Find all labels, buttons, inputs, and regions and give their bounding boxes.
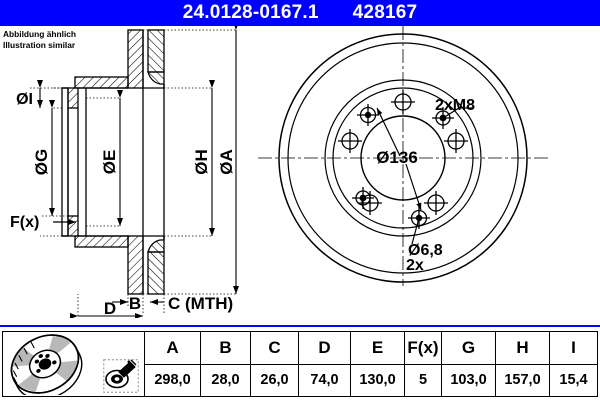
value-cell-D: 74,0 [299, 364, 351, 396]
m8-leader [442, 107, 473, 119]
dim-H: ØH [192, 80, 215, 236]
dim-label-G: ØG [32, 149, 51, 175]
article-number: 428167 [352, 2, 418, 23]
bore-wall [78, 87, 128, 237]
header-cell-D: D [299, 332, 351, 364]
cross-section-view: ØA ØH ØE ØG ØI [10, 26, 239, 318]
value-cell-G: 103,0 [442, 364, 496, 396]
value-cell-H: 157,0 [496, 364, 550, 396]
table-grid: A B C D E F(x) G H I 298,0 28,0 26,0 74,… [145, 332, 597, 396]
extension-lines [30, 29, 236, 295]
dim-label-Fx: F(x) [10, 214, 39, 231]
outer-diameter-circle [278, 33, 528, 283]
table-value-row: 298,0 28,0 26,0 74,0 130,0 5 103,0 157,0… [145, 364, 597, 396]
value-cell-C: 26,0 [251, 364, 299, 396]
dim-C: C (MTH) [150, 294, 233, 314]
caliper-measure-icon [103, 359, 139, 393]
bolt-circle-dimension [376, 107, 422, 211]
m8-callout: 2xM8 [435, 97, 475, 114]
header-cell-I: I [571, 337, 576, 357]
dim-E: ØE [100, 90, 123, 226]
note-line-de: Abbildung ähnlich [3, 29, 77, 39]
brake-disc-illustration [10, 334, 83, 395]
dim-I: ØI [16, 80, 43, 108]
header-cell-B: B [201, 332, 251, 364]
friction-inner-circle [324, 79, 482, 237]
vent-gap [142, 84, 165, 240]
dia68-callout: Ø6,8 [408, 242, 443, 259]
dim-G: ØG [32, 100, 55, 216]
friction-outer-circle [287, 42, 519, 274]
dim-label-E: ØE [100, 150, 119, 175]
header-cell-A: A [145, 332, 201, 364]
dim-D: D [70, 294, 143, 318]
table-illustration-cell [3, 332, 145, 396]
center-bore-circle [360, 115, 446, 201]
blue-divider [0, 325, 600, 327]
dim-label-D: D [104, 299, 116, 318]
hub-flange-circle [332, 87, 474, 229]
dim-label-B: B [129, 294, 141, 313]
dim-label-A: ØA [217, 149, 236, 175]
dim-label-C: C (MTH) [168, 294, 233, 313]
header-cell-E: E [351, 332, 405, 364]
dim-label-H: ØH [192, 149, 211, 175]
dim-B: B [112, 294, 144, 314]
value-cell-I: 15,4 [559, 372, 588, 389]
disc-circles [278, 33, 528, 283]
dim-A: ØA [217, 26, 239, 294]
header-bar: 24.0128-0167.1 428167 [0, 0, 600, 26]
hub-collar [61, 87, 79, 237]
face-view: Ø136 2xM8 Ø6,8 2x [258, 26, 548, 286]
hub-lower-section [74, 235, 165, 295]
value-cell-Fx: 5 [405, 364, 442, 396]
hub-upper-section [74, 29, 165, 89]
dia68-leader [411, 217, 420, 245]
dimension-table: A B C D E F(x) G H I 298,0 28,0 26,0 74,… [2, 331, 598, 397]
dia68-qty: 2x [406, 257, 424, 274]
dia68-holes [357, 104, 430, 229]
illustration-similar-note: Abbildung ähnlich Illustration similar [3, 29, 76, 50]
header-cell-C: C [251, 332, 299, 364]
center-lines [258, 26, 548, 286]
header-cell-H: H [496, 332, 550, 364]
header-cell-G: G [442, 332, 496, 364]
value-cell-E: 130,0 [351, 364, 405, 396]
bolt-circle-label: Ø136 [376, 148, 418, 167]
drawing-area: ØA ØH ØE ØG ØI [0, 26, 600, 318]
dim-Fx: F(x) [10, 214, 76, 231]
header-cell-Fx: F(x) [405, 332, 442, 364]
part-number: 24.0128-0167.1 [182, 2, 319, 23]
value-cell-A: 298,0 [145, 364, 201, 396]
table-header-row: A B C D E F(x) G H I [145, 332, 597, 365]
value-cell-B: 28,0 [201, 364, 251, 396]
drawing-svg: ØA ØH ØE ØG ØI [10, 26, 548, 318]
dim-label-I: ØI [16, 91, 33, 108]
note-line-en: Illustration similar [3, 39, 76, 50]
